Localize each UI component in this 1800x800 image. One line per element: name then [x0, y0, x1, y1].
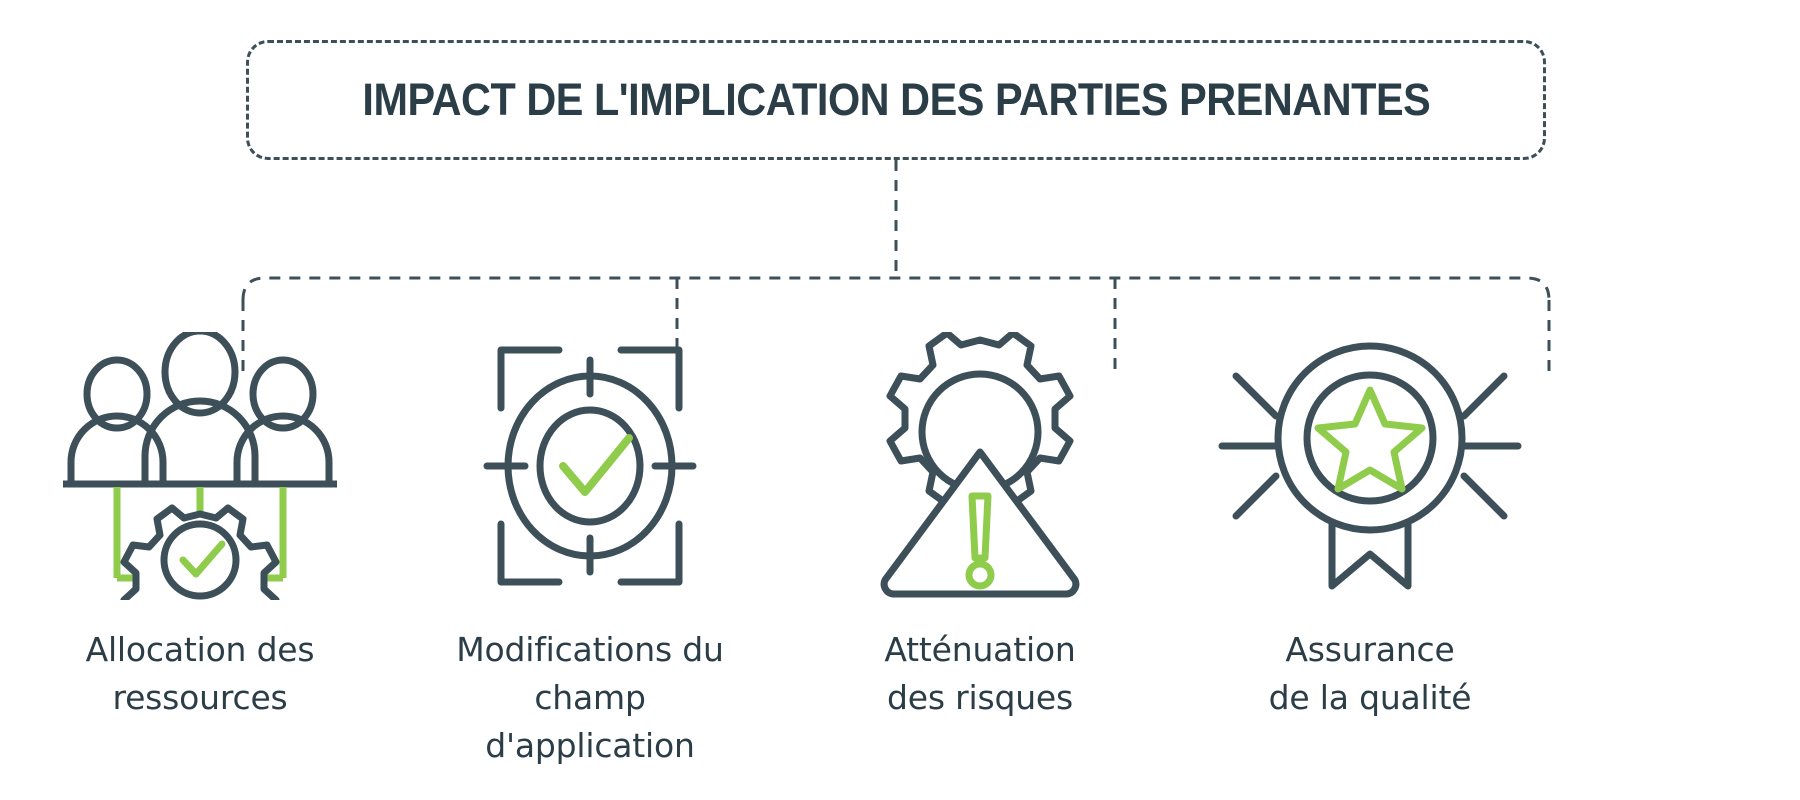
node-attenuation-des-risques[interactable]: Atténuation des risques — [815, 330, 1145, 722]
ray-left-up — [1232, 372, 1280, 420]
bracket-top-left — [497, 346, 563, 412]
star-icon — [1314, 386, 1426, 493]
connector-bus — [241, 276, 1551, 301]
ray-right-up — [1460, 372, 1508, 420]
bracket-bottom-right — [617, 520, 683, 586]
bracket-top-right — [617, 346, 683, 412]
node-modifications-du-champ-application[interactable]: Modifications du champ d'application — [425, 330, 755, 770]
award-medal-star-icon — [1218, 342, 1522, 590]
node-label: Modifications du champ d'application — [456, 630, 724, 765]
icon-container — [455, 330, 725, 600]
target-inner-circle — [536, 406, 644, 526]
ray-left-down — [1232, 472, 1280, 520]
node-label: Atténuation des risques — [884, 630, 1076, 717]
node-label: Allocation des ressources — [85, 630, 315, 717]
warning-triangle — [880, 448, 1080, 598]
page-title: IMPACT DE L'IMPLICATION DES PARTIES PREN… — [362, 74, 1430, 125]
bracket-bottom-left — [497, 520, 563, 586]
gear-warning-triangle-icon — [880, 332, 1080, 598]
icon-container — [1210, 330, 1530, 600]
target-outer-circle — [504, 372, 676, 560]
exclamation-bar — [968, 492, 992, 562]
people-group-gear-check-icon — [63, 332, 337, 600]
node-label: Assurance de la qualité — [1268, 630, 1472, 717]
node-assurance-de-la-qualite[interactable]: Assurance de la qualité — [1205, 330, 1535, 722]
ray-right-down — [1460, 472, 1508, 520]
check-icon — [179, 540, 226, 578]
exclamation-dot — [965, 560, 995, 590]
medal-inner-circle — [1303, 371, 1437, 505]
check-icon — [559, 434, 633, 496]
node-allocation-des-ressources[interactable]: Allocation des ressources — [35, 330, 365, 722]
icon-container — [865, 330, 1095, 600]
diagram-title-box: IMPACT DE L'IMPLICATION DES PARTIES PREN… — [246, 40, 1546, 160]
icon-container — [55, 330, 345, 600]
target-crosshair-check-icon — [483, 346, 697, 586]
